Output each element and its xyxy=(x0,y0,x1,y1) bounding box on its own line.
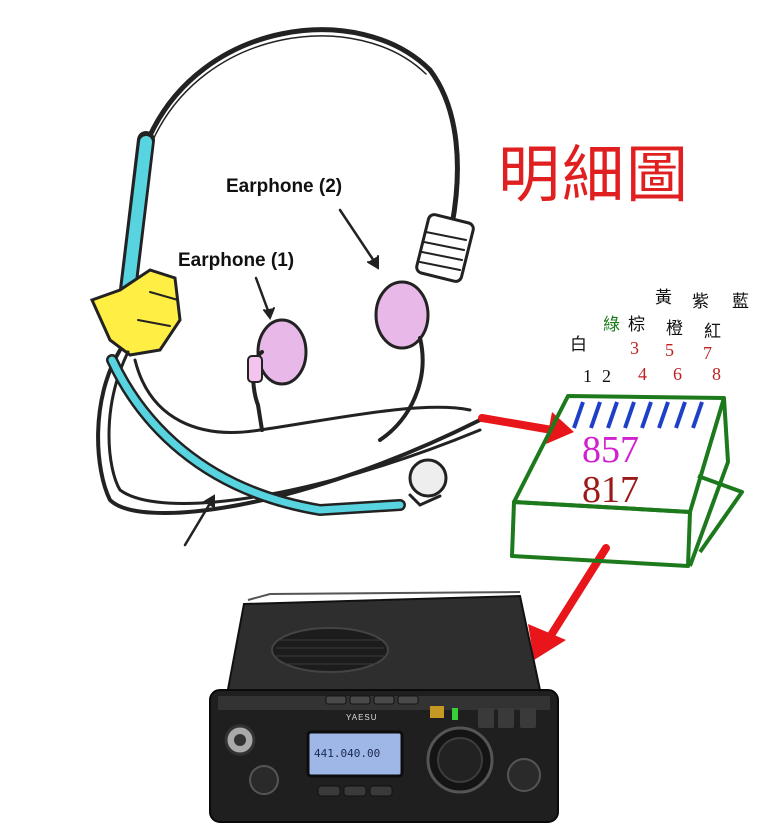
model-label-817: 817 xyxy=(582,469,639,511)
earphone-2 xyxy=(374,280,430,442)
earphone-1-label: Earphone (1) xyxy=(178,250,295,271)
pin-number-7: 7 xyxy=(703,343,712,363)
color-label-red: 紅 xyxy=(704,322,721,342)
color-label-orange: 橙 xyxy=(666,319,683,339)
pin-number-3: 3 xyxy=(630,338,639,358)
mic-arrow xyxy=(183,498,214,547)
earphone-2-label: Earphone (2) xyxy=(226,176,343,197)
color-label-blue: 藍 xyxy=(732,292,749,312)
lcd-frequency: 441.040.00 xyxy=(314,747,381,760)
pin-number-5: 5 xyxy=(665,340,674,360)
mic-head xyxy=(408,458,448,498)
color-label-green: 綠 xyxy=(603,315,620,335)
arrow-to-connector xyxy=(478,412,574,444)
model-label-857: 857 xyxy=(582,429,639,471)
pin-contacts xyxy=(572,401,704,429)
pin-number-8: 8 xyxy=(712,364,721,384)
page-title: 明細圖 xyxy=(498,138,691,211)
speaker-grille xyxy=(271,627,389,673)
earphone-1 xyxy=(247,318,308,432)
connector-latch xyxy=(697,474,744,554)
connector-front-face xyxy=(510,500,692,568)
bottom-buttons xyxy=(317,785,393,797)
top-buttons xyxy=(325,695,419,705)
radio-brand: YAESU xyxy=(346,713,378,722)
color-label-purple: 紫 xyxy=(692,292,709,312)
headband xyxy=(145,27,460,228)
pin-number-6: 6 xyxy=(673,364,682,384)
pin-number-1: 1 xyxy=(583,366,592,386)
rj45-connector xyxy=(510,394,744,568)
earphone-2-arrow xyxy=(338,208,378,266)
radio-transceiver xyxy=(209,591,559,823)
arrow-to-radio xyxy=(528,544,610,660)
headset-illustration xyxy=(89,27,482,547)
connector-side-face xyxy=(688,397,730,567)
color-label-white: 白 xyxy=(570,335,587,355)
color-label-yellow: 黃 xyxy=(655,288,672,308)
lcd-display xyxy=(306,730,404,778)
pin-number-4: 4 xyxy=(638,364,647,384)
yellow-clip xyxy=(89,268,182,357)
left-knob xyxy=(249,765,279,795)
headband-end-plate xyxy=(415,213,475,283)
color-label-brown: 棕 xyxy=(628,315,645,335)
right-knob xyxy=(507,758,541,792)
antenna-connector xyxy=(224,724,256,756)
pin-number-2: 2 xyxy=(602,366,611,386)
